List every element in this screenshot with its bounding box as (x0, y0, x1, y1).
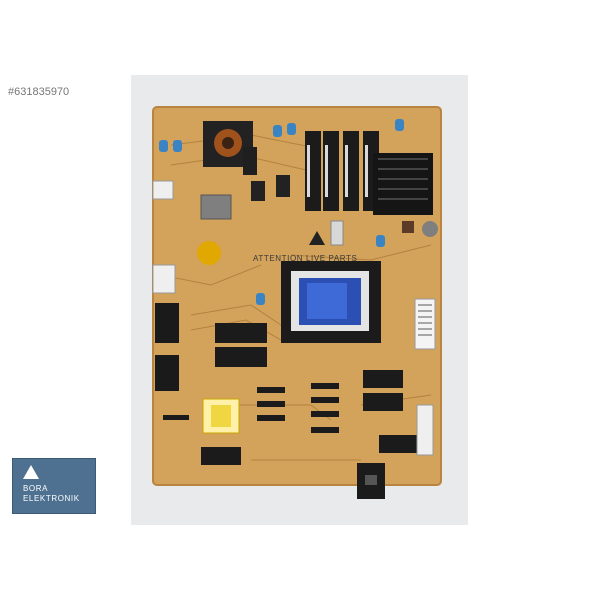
product-photo[interactable]: ATTENTION LIVE PARTS (131, 75, 468, 525)
warning-triangle (309, 231, 325, 245)
logo-line-1: BORA (23, 484, 49, 493)
connector-left-1 (155, 303, 179, 343)
transformer (281, 261, 381, 343)
connector-top (152, 180, 174, 200)
heatsink (373, 153, 433, 215)
fuse-cap (197, 241, 221, 265)
small-transformer (202, 398, 240, 434)
label-sticker (414, 298, 436, 350)
diode-array (163, 383, 339, 433)
connector-mid (152, 264, 176, 294)
logo-line-2: ELEKTRONIK (23, 494, 80, 503)
connector-left-2 (155, 355, 179, 391)
bora-elektronik-logo: BORA ELEKTRONIK (12, 458, 96, 514)
logo-mark-icon (23, 465, 39, 479)
x2-capacitors (159, 119, 404, 305)
warning-text: ATTENTION LIVE PARTS (253, 254, 357, 263)
pcb-board-illustration: ATTENTION LIVE PARTS (152, 106, 442, 499)
cap-right-1 (363, 370, 403, 388)
cap-pair (215, 323, 267, 343)
relay (200, 194, 232, 220)
listing-id: #631835970 (8, 86, 70, 98)
